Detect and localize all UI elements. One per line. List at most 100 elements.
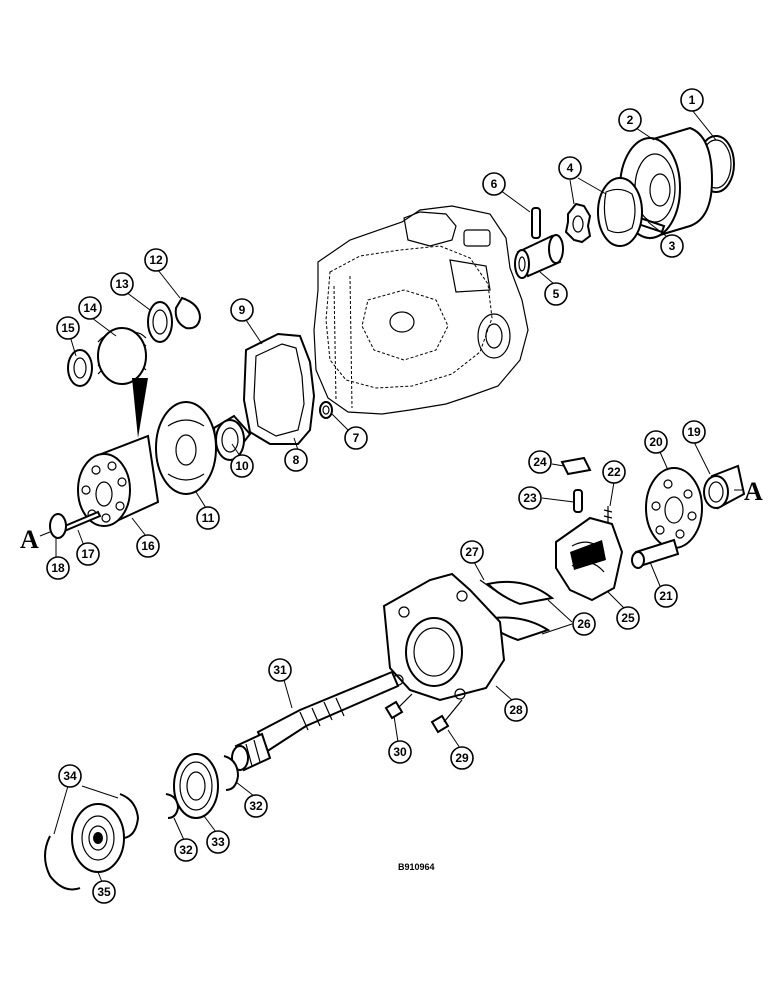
- callout-14: 14: [78, 296, 102, 320]
- svg-text:22: 22: [607, 465, 621, 479]
- callout-16: 16: [136, 534, 160, 558]
- callout-21: 21: [654, 584, 678, 608]
- svg-text:8: 8: [293, 453, 300, 467]
- svg-text:3: 3: [669, 239, 676, 253]
- callout-34: 34: [58, 764, 82, 788]
- svg-text:31: 31: [273, 663, 287, 677]
- svg-text:16: 16: [141, 539, 155, 553]
- front-housing: [382, 572, 506, 702]
- svg-text:29: 29: [455, 751, 469, 765]
- ball-bearing: [173, 753, 219, 819]
- callout-2: 2: [618, 108, 642, 132]
- callout-1: 1: [680, 88, 704, 112]
- callout-18: 18: [46, 556, 70, 580]
- washer: [147, 301, 173, 343]
- svg-text:17: 17: [81, 547, 95, 561]
- svg-text:32: 32: [249, 799, 263, 813]
- svg-text:9: 9: [239, 303, 246, 317]
- svg-text:15: 15: [61, 321, 75, 335]
- svg-text:33: 33: [211, 835, 225, 849]
- drive-shaft: [231, 670, 400, 772]
- callout-6: 6: [482, 172, 506, 196]
- shaft-seal: [71, 803, 125, 873]
- callout-20: 20: [644, 430, 668, 454]
- svg-text:14: 14: [83, 301, 97, 315]
- svg-text:5: 5: [553, 287, 560, 301]
- callout-32a: 32: [244, 794, 268, 818]
- svg-text:2: 2: [627, 113, 634, 127]
- reference-marker-left: A: [20, 525, 39, 554]
- svg-text:20: 20: [649, 435, 663, 449]
- callout-19: 19: [682, 420, 706, 444]
- needle-bearing: [212, 414, 252, 461]
- svg-text:25: 25: [621, 611, 635, 625]
- dowel: [573, 489, 583, 513]
- callout-27: 27: [460, 540, 484, 564]
- short-bolt: [384, 693, 413, 720]
- callout-11: 11: [196, 506, 220, 530]
- callout-29: 29: [450, 746, 474, 770]
- callout-31: 31: [268, 658, 292, 682]
- large-retaining-ring: [44, 835, 81, 891]
- reference-marker-right: A: [744, 477, 763, 506]
- callout-17: 17: [76, 542, 100, 566]
- piston: [631, 538, 680, 569]
- svg-text:28: 28: [509, 703, 523, 717]
- callout-10: 10: [230, 454, 254, 478]
- clip: [560, 456, 592, 476]
- svg-text:12: 12: [149, 253, 163, 267]
- callout-9: 9: [230, 298, 254, 322]
- callout-22: 22: [602, 460, 626, 484]
- svg-text:1: 1: [689, 93, 696, 107]
- callout-7: 7: [344, 426, 368, 450]
- callout-5: 5: [544, 282, 568, 306]
- svg-text:23: 23: [523, 491, 537, 505]
- pump-housing: [313, 205, 529, 415]
- callout-28: 28: [504, 698, 528, 722]
- retaining-ring: [174, 296, 202, 330]
- svg-text:32: 32: [179, 843, 193, 857]
- callout-24: 24: [528, 450, 552, 474]
- callout-12: 12: [144, 248, 168, 272]
- snap-ring-large: [223, 755, 240, 791]
- callout-35: 35: [92, 880, 116, 904]
- callout-15: 15: [56, 316, 80, 340]
- figure-code: B910964: [398, 862, 435, 872]
- svg-text:27: 27: [465, 545, 479, 559]
- callout-25: 25: [616, 606, 640, 630]
- reference-marker-left-line: [39, 531, 51, 537]
- svg-text:26: 26: [577, 617, 591, 631]
- gerotor-inner-gear: [564, 202, 592, 244]
- svg-text:10: 10: [235, 459, 249, 473]
- svg-text:24: 24: [533, 455, 547, 469]
- spring: [97, 327, 147, 385]
- cylinder-block: [77, 434, 160, 527]
- svg-text:21: 21: [659, 589, 673, 603]
- gasket: [242, 332, 316, 445]
- callout-4: 4: [558, 156, 582, 180]
- svg-text:4: 4: [567, 161, 574, 175]
- callout-30: 30: [388, 740, 412, 764]
- svg-text:18: 18: [51, 561, 65, 575]
- assembly-pointer: [132, 378, 148, 438]
- valve-plate: [155, 401, 217, 495]
- bearing-retaining-ring: [119, 793, 140, 839]
- svg-text:7: 7: [353, 431, 360, 445]
- svg-text:13: 13: [115, 277, 129, 291]
- svg-text:6: 6: [491, 177, 498, 191]
- roll-pin: [531, 207, 541, 239]
- swashplate: [555, 516, 624, 602]
- callout-26: 26: [572, 612, 596, 636]
- svg-text:30: 30: [393, 745, 407, 759]
- spring-washer: [67, 349, 93, 387]
- bearing-cup: [703, 464, 746, 510]
- long-bolt: [430, 699, 463, 734]
- svg-text:19: 19: [687, 425, 701, 439]
- leader-lines: [53, 109, 717, 883]
- snap-ring: [49, 513, 67, 539]
- callout-23: 23: [518, 486, 542, 510]
- retainer-plate: [645, 467, 703, 549]
- svg-text:11: 11: [202, 511, 215, 525]
- callout-33: 33: [206, 830, 230, 854]
